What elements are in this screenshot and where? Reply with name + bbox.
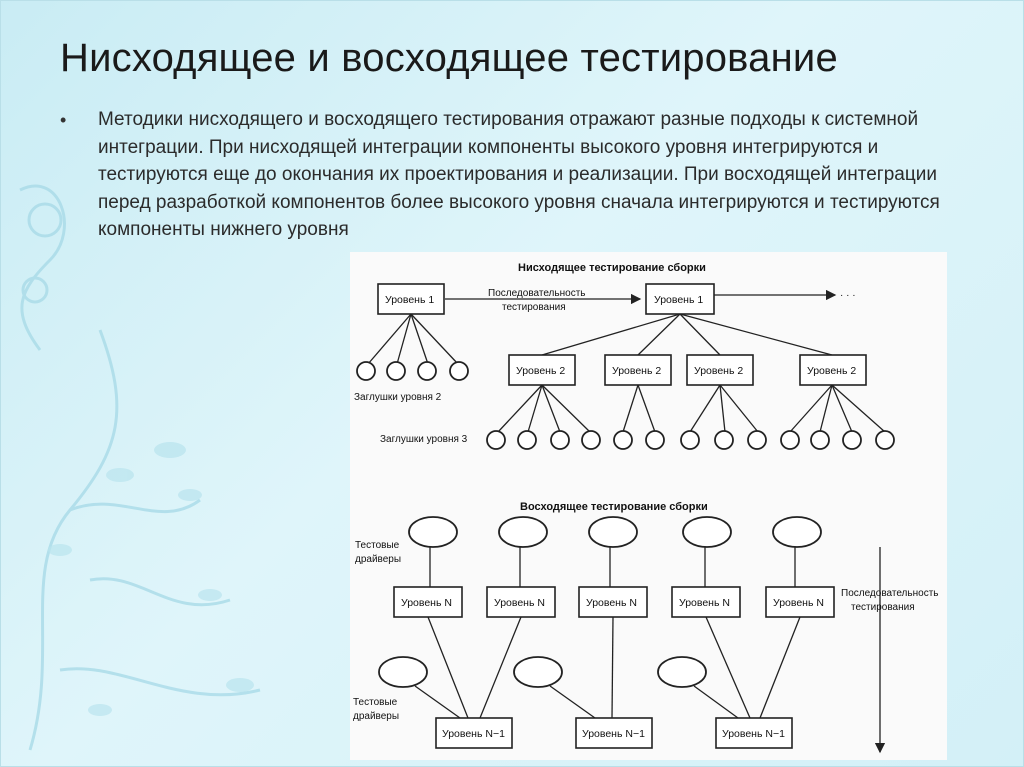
bullet-text: Методики нисходящего и восходящего тести… <box>98 106 978 244</box>
diagram-svg: Нисходящее тестирование сборки Уровень 1… <box>350 252 947 760</box>
bottom-up-heading: Восходящее тестирование сборки <box>520 501 708 513</box>
bullet-marker: • <box>60 110 66 131</box>
stubs-level2-label: Заглушки уровня 2 <box>354 392 442 403</box>
levelN-label-4: Уровень N <box>679 597 730 609</box>
level2-box-1: Уровень 2 <box>509 355 575 385</box>
sequence-label-top-2: тестирования <box>502 302 566 313</box>
levelN1-box-2: Уровень N−1 <box>576 718 652 748</box>
levelN1-label-1: Уровень N−1 <box>442 728 505 740</box>
level1-label-left: Уровень 1 <box>385 294 434 306</box>
sequence-label-right-1: Последовательность <box>841 588 938 599</box>
level2-box-2: Уровень 2 <box>605 355 671 385</box>
level3-stub-edges <box>498 385 885 432</box>
levelN-label-1: Уровень N <box>401 597 452 609</box>
drivers-label-bottom-2: драйверы <box>353 711 399 722</box>
drivers-label-top-1: Тестовые <box>355 540 400 551</box>
levelN-label-3: Уровень N <box>586 597 637 609</box>
levelN-box-1: Уровень N <box>394 587 462 617</box>
level2-label-4: Уровень 2 <box>807 365 856 377</box>
levelN1-box-1: Уровень N−1 <box>436 718 512 748</box>
levelN-box-3: Уровень N <box>579 587 647 617</box>
level2-box-3: Уровень 2 <box>687 355 753 385</box>
test-drivers-top <box>409 517 821 587</box>
sequence-label-right-2: тестирования <box>851 602 915 613</box>
top-down-heading: Нисходящее тестирование сборки <box>518 262 706 274</box>
level1-label-right: Уровень 1 <box>654 294 703 306</box>
level1-box-right: Уровень 1 <box>646 284 714 314</box>
sequence-label-top-1: Последовательность <box>488 288 585 299</box>
level2-stubs-left <box>357 314 468 380</box>
drivers-label-top-2: драйверы <box>355 554 401 565</box>
levelN-label-2: Уровень N <box>494 597 545 609</box>
level2-label-1: Уровень 2 <box>516 365 565 377</box>
level1-box-left: Уровень 1 <box>378 284 444 314</box>
stubs-level3-label: Заглушки уровня 3 <box>380 434 468 445</box>
level2-label-3: Уровень 2 <box>694 365 743 377</box>
levelN-box-2: Уровень N <box>487 587 555 617</box>
level3-stubs <box>487 431 894 449</box>
level2-label-2: Уровень 2 <box>612 365 661 377</box>
level2-box-4: Уровень 2 <box>800 355 866 385</box>
levelN-label-5: Уровень N <box>773 597 824 609</box>
levelN1-box-3: Уровень N−1 <box>716 718 792 748</box>
levelN-box-5: Уровень N <box>766 587 834 617</box>
slide-title: Нисходящее и восходящее тестирование <box>60 36 1000 81</box>
test-drivers-bottom <box>379 657 738 718</box>
levelN1-label-2: Уровень N−1 <box>582 728 645 740</box>
levelN-box-4: Уровень N <box>672 587 740 617</box>
integration-testing-diagram: Нисходящее тестирование сборки Уровень 1… <box>350 252 947 760</box>
levelN-to-levelN1-edges <box>428 617 800 718</box>
levelN1-label-3: Уровень N−1 <box>722 728 785 740</box>
drivers-label-bottom-1: Тестовые <box>353 697 398 708</box>
level1-to-level2-edges <box>542 314 832 355</box>
continue-ellipsis: · · · <box>840 290 856 301</box>
